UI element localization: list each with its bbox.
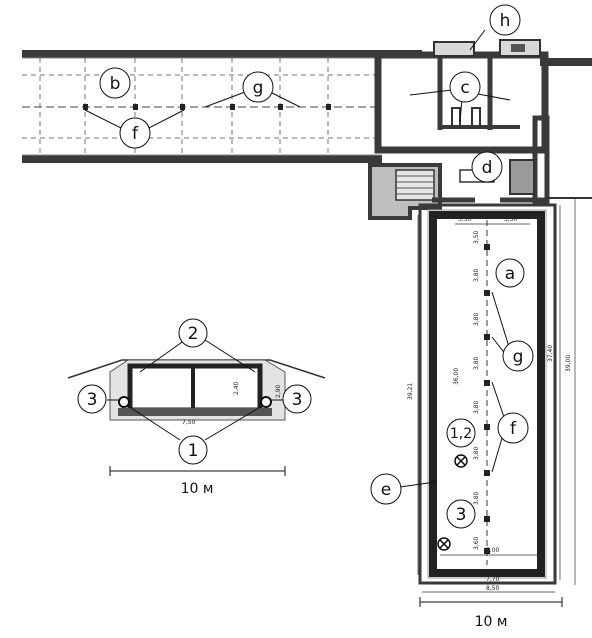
section-scale-bar: 10 м xyxy=(109,466,286,497)
dim-outer-length-left: 39,21 xyxy=(407,383,414,400)
crossed-circle-icon-lower xyxy=(437,537,451,551)
callout-d: d xyxy=(471,151,503,183)
gallery-posts xyxy=(83,104,331,110)
svg-text:2: 2 xyxy=(188,324,199,344)
dim-spacing-6: 3,80 xyxy=(473,446,480,460)
svg-text:e: e xyxy=(381,480,391,500)
shelter-columns xyxy=(484,244,490,554)
shelter-inner-wall xyxy=(429,211,545,577)
svg-text:1: 1 xyxy=(188,441,199,461)
main-shelter-a: 3,50 3,50 3,50 3,80 3,80 3,80 3,80 3,80 … xyxy=(407,197,592,593)
plan-scale-bar: 10 м xyxy=(419,597,563,630)
svg-text:a: a xyxy=(505,264,515,284)
svg-text:g: g xyxy=(253,78,264,98)
dim-spacing-2: 3,80 xyxy=(473,268,480,282)
crossed-circle-icon xyxy=(454,454,468,468)
callout-c: c xyxy=(449,71,481,103)
vent-shaft xyxy=(532,115,550,206)
section-width-dim: 7,50 xyxy=(182,419,196,426)
callout-section-3-left: 3 xyxy=(77,384,107,414)
svg-text:1,2: 1,2 xyxy=(450,426,472,442)
svg-text:3: 3 xyxy=(292,390,303,410)
right-duct xyxy=(260,396,272,408)
cross-section: 2,40 2,90 7,50 xyxy=(67,339,326,441)
callout-g-left: g xyxy=(242,71,274,103)
section-height-outer-dim: 2,90 xyxy=(275,384,282,398)
svg-text:3: 3 xyxy=(87,390,98,410)
section-height-dim: 2,40 xyxy=(233,381,240,395)
dim-bottom-inner: 7,00 xyxy=(486,547,500,554)
callout-f-right: f xyxy=(497,412,529,444)
svg-text:b: b xyxy=(110,74,121,94)
shelter-outer-wall xyxy=(418,203,557,585)
callout-h: h xyxy=(489,4,521,36)
svg-text:d: d xyxy=(482,158,493,178)
svg-text:3: 3 xyxy=(456,505,467,525)
callout-section-3-right: 3 xyxy=(282,384,312,414)
svg-text:h: h xyxy=(500,11,511,31)
dim-bottom-outer-b: 8,50 xyxy=(486,585,500,592)
dim-spacing-1: 3,50 xyxy=(473,230,480,244)
dim-spacing-7: 3,80 xyxy=(473,491,480,505)
dim-bottom-outer-a: 7,70 xyxy=(486,576,500,583)
callout-b: b xyxy=(99,67,131,99)
callout-g-right: g xyxy=(502,340,534,372)
dim-spacing-4: 3,80 xyxy=(473,356,480,370)
outer-corridor xyxy=(540,58,592,66)
svg-text:g: g xyxy=(513,347,524,367)
gallery-b xyxy=(22,50,422,163)
entrance-h-stair xyxy=(433,41,475,57)
svg-text:f: f xyxy=(510,419,517,439)
dim-inner-length: 36,00 xyxy=(453,368,460,385)
dim-spacing-8: 3,60 xyxy=(473,536,480,550)
callout-section-1: 1 xyxy=(178,435,208,465)
callout-f-left: f xyxy=(119,117,151,149)
gallery-top-wall xyxy=(22,50,422,58)
callout-e: e xyxy=(370,473,402,505)
dim-outer-length-right-b: 39,00 xyxy=(565,355,572,372)
gallery-bottom-wall xyxy=(22,155,382,163)
dim-outer-length-right-a: 37,40 xyxy=(547,345,554,362)
plan-scale-label: 10 м xyxy=(475,614,508,630)
left-duct xyxy=(118,396,130,408)
stairway xyxy=(395,169,435,201)
svg-text:f: f xyxy=(132,124,139,144)
dim-top-left: 3,50 xyxy=(458,216,472,223)
svg-text:c: c xyxy=(460,78,469,98)
callout-a: a xyxy=(495,258,525,288)
dim-top-right: 3,50 xyxy=(504,216,518,223)
dim-spacing-3: 3,80 xyxy=(473,312,480,326)
callout-3-plan: 3 xyxy=(446,499,476,529)
dim-spacing-5: 3,80 xyxy=(473,400,480,414)
section-scale-label: 10 м xyxy=(181,481,214,497)
rooms-block xyxy=(368,39,592,220)
callout-section-2: 2 xyxy=(178,318,208,348)
callout-1-2: 1,2 xyxy=(446,418,476,448)
